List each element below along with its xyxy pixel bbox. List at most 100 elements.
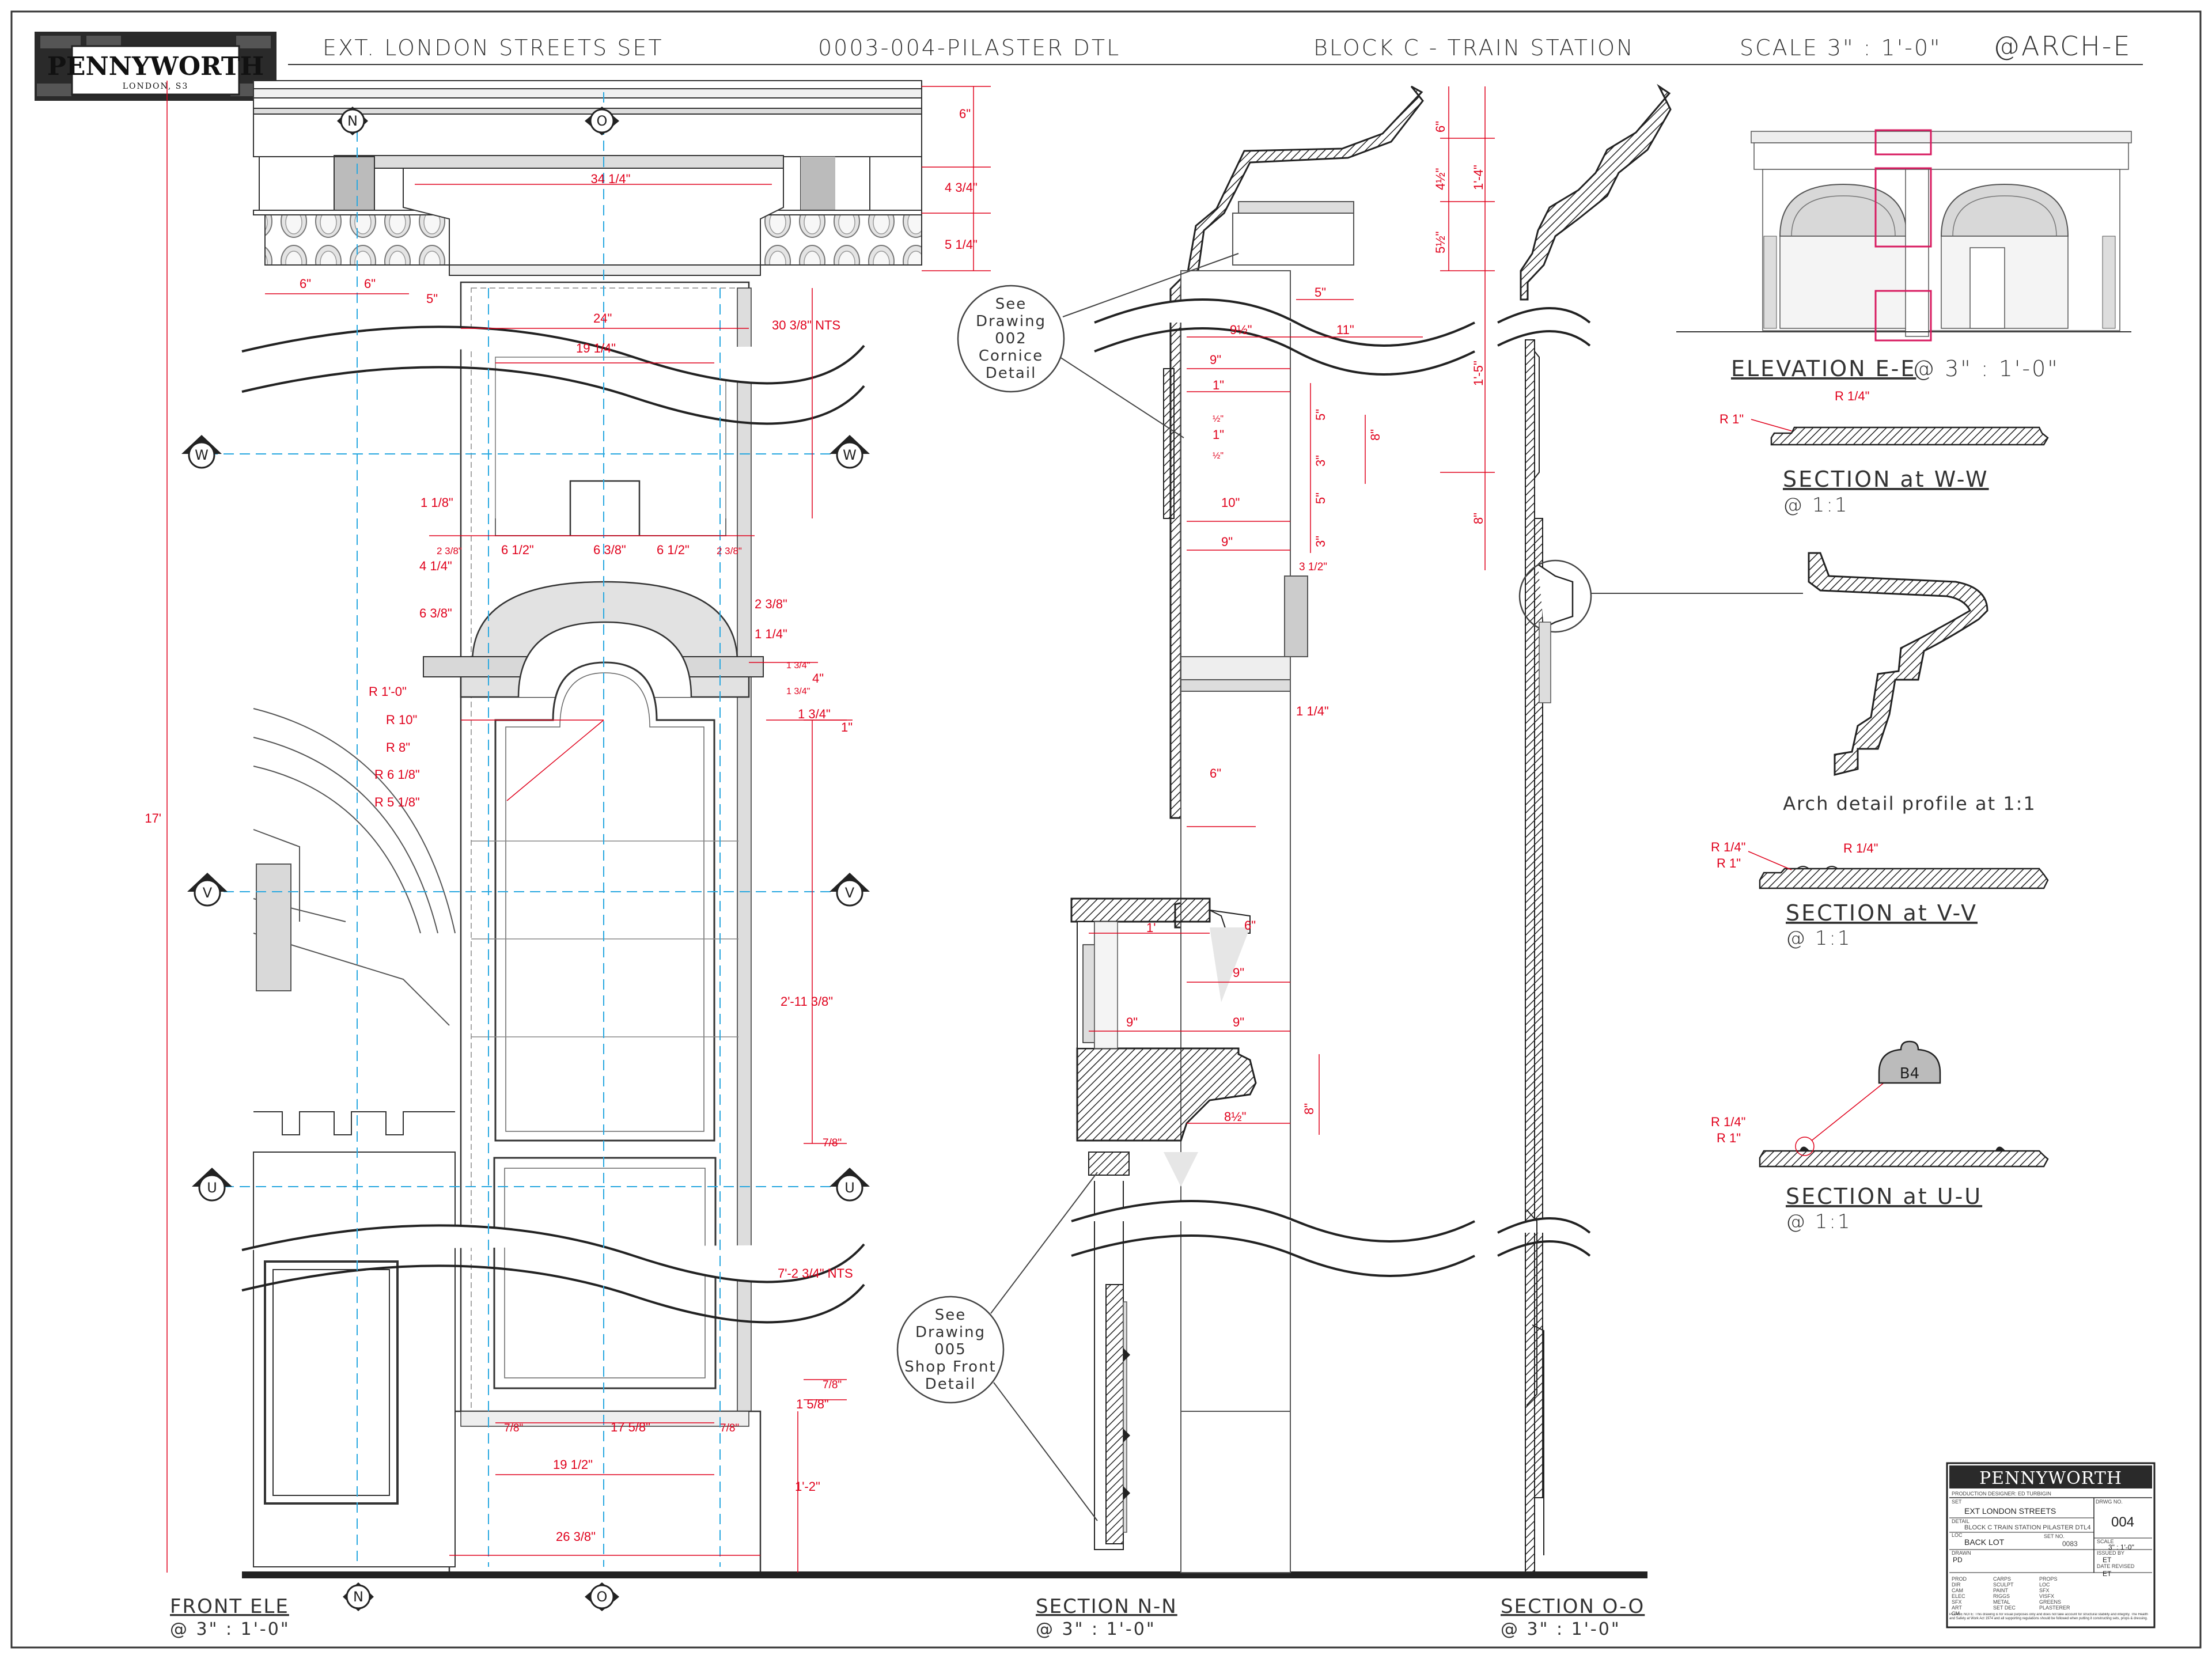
svg-text:1'-2": 1'-2"	[795, 1479, 820, 1494]
section-nn	[1070, 85, 1475, 1573]
svg-text:7/8": 7/8"	[823, 1379, 842, 1391]
marker-u-right: U	[830, 1168, 870, 1202]
svg-text:Arch detail profile at 1:1: Arch detail profile at 1:1	[1783, 793, 2036, 815]
svg-text:O: O	[597, 113, 608, 129]
svg-text:PRODUCTION DESIGNER: ED TURBIG: PRODUCTION DESIGNER: ED TURBIGIN	[1952, 1491, 2051, 1497]
svg-text:1 5/8": 1 5/8"	[796, 1397, 829, 1411]
svg-text:CM: CM	[1952, 1611, 1960, 1616]
svg-text:See: See	[935, 1306, 967, 1324]
svg-text:ELEC: ELEC	[1952, 1593, 1965, 1599]
svg-text:9½": 9½"	[1230, 323, 1252, 337]
svg-text:½": ½"	[1213, 451, 1224, 461]
svg-text:N: N	[347, 113, 358, 129]
pennyworth-logo: PENNYWORTH LONDON, S3	[35, 32, 276, 101]
oo-dimensions: 6" 4½" 5½" 1'-4" 1'-5" 8"	[1433, 86, 1495, 570]
svg-text:17 5/8": 17 5/8"	[611, 1420, 650, 1434]
svg-text:5": 5"	[1313, 409, 1328, 421]
svg-text:R 1": R 1"	[1717, 1131, 1741, 1145]
svg-text:PD: PD	[1953, 1556, 1963, 1564]
svg-text:PENNYWORTH: PENNYWORTH	[47, 52, 264, 81]
svg-text:1': 1'	[1146, 921, 1156, 935]
svg-text:SET NO.: SET NO.	[2044, 1533, 2065, 1539]
sheet-border	[10, 10, 2202, 1649]
svg-text:6": 6"	[1433, 121, 1448, 132]
header-set: EXT. LONDON STREETS SET	[323, 35, 664, 60]
svg-text:9": 9"	[1233, 965, 1244, 980]
svg-text:PROPS: PROPS	[2039, 1576, 2058, 1582]
oo-title: SECTION O-O @ 3" : 1'-0"	[1501, 1595, 1645, 1639]
svg-text:5": 5"	[426, 291, 438, 306]
svg-text:W: W	[195, 447, 209, 463]
svg-text:9": 9"	[1210, 353, 1221, 367]
marker-u-left: U	[192, 1168, 232, 1202]
svg-text:Drawing: Drawing	[915, 1324, 986, 1341]
svg-text:DATE REVISED: DATE REVISED	[2097, 1563, 2135, 1569]
nn-dimensions: 5" 9½" 11" 9" 1" ½" 1" ½" 10" 9" 5" 8" 3…	[1089, 285, 1423, 1135]
svg-text:7/8": 7/8"	[720, 1422, 739, 1434]
svg-text:1 3/4": 1 3/4"	[786, 687, 810, 696]
svg-text:8": 8"	[1368, 429, 1382, 441]
svg-text:SECTION at W-W: SECTION at W-W	[1783, 467, 1989, 492]
svg-text:R 10": R 10"	[386, 713, 417, 727]
svg-text:3": 3"	[1313, 455, 1328, 467]
svg-text:Detail: Detail	[986, 365, 1037, 382]
svg-text:LONDON, S3: LONDON, S3	[123, 82, 188, 91]
svg-text:2 3/8": 2 3/8"	[717, 546, 742, 556]
svg-text:17': 17'	[145, 811, 161, 825]
title-block: PENNYWORTH PRODUCTION DESIGNER: ED TURBI…	[1946, 1462, 2156, 1628]
svg-text:R 1/4": R 1/4"	[1711, 1115, 1745, 1129]
svg-text:9": 9"	[1126, 1015, 1138, 1029]
header-drawing: 0003-004-PILASTER DTL	[818, 35, 1120, 60]
svg-text:5½": 5½"	[1433, 232, 1448, 253]
svg-text:BLOCK C TRAIN STATION PILASTER: BLOCK C TRAIN STATION PILASTER DTL4	[1964, 1524, 2090, 1531]
svg-text:6 1/2": 6 1/2"	[657, 543, 690, 557]
marker-n-top: N	[337, 107, 368, 135]
svg-text:30 3/8" NTS: 30 3/8" NTS	[772, 318, 840, 332]
svg-text:3": 3"	[1313, 536, 1328, 547]
svg-text:5": 5"	[1315, 285, 1326, 300]
svg-text:19 1/4": 19 1/4"	[576, 341, 616, 355]
svg-text:DIR: DIR	[1952, 1582, 1961, 1588]
svg-text:SECTION at V-V: SECTION at V-V	[1786, 900, 1978, 926]
svg-text:LOC: LOC	[2039, 1582, 2050, 1588]
svg-text:Shop Front: Shop Front	[904, 1358, 996, 1376]
svg-text:6": 6"	[1244, 918, 1256, 933]
svg-text:R 5 1/8": R 5 1/8"	[374, 795, 420, 809]
svg-text:SECTION N-N: SECTION N-N	[1036, 1595, 1177, 1618]
title-block-disclaimer: PLEASE NOTE: This drawing is for visual …	[1949, 1613, 2148, 1620]
b4-label: B4	[1900, 1065, 1919, 1082]
header: EXT. LONDON STREETS SET 0003-004-PILASTE…	[288, 31, 2143, 65]
svg-text:@ 1:1: @ 1:1	[1786, 1210, 1852, 1233]
svg-text:SCALE: SCALE	[2097, 1539, 2114, 1544]
svg-text:SECTION O-O: SECTION O-O	[1501, 1595, 1645, 1618]
svg-text:Detail: Detail	[925, 1376, 976, 1393]
svg-text:SECTION at U-U: SECTION at U-U	[1786, 1184, 1982, 1209]
svg-text:1 1/8": 1 1/8"	[421, 495, 453, 510]
svg-text:1'-4": 1'-4"	[1471, 165, 1486, 190]
svg-text:METAL: METAL	[1993, 1599, 2010, 1605]
svg-text:1'-5": 1'-5"	[1471, 361, 1486, 386]
svg-text:See: See	[995, 296, 1027, 313]
svg-text:R 8": R 8"	[386, 740, 410, 755]
svg-text:1": 1"	[1213, 427, 1224, 442]
svg-text:U: U	[207, 1180, 217, 1196]
marker-box-top	[1874, 129, 1932, 156]
svg-text:4 3/4": 4 3/4"	[945, 180, 978, 195]
svg-text:SCULPT: SCULPT	[1993, 1582, 2014, 1588]
marker-w-left: W	[181, 435, 222, 469]
svg-text:24": 24"	[593, 311, 612, 325]
svg-text:4": 4"	[812, 671, 824, 685]
svg-text:1 1/4": 1 1/4"	[755, 627, 787, 641]
svg-text:6 3/8": 6 3/8"	[419, 606, 452, 620]
header-scale: SCALE 3" : 1'-0"	[1740, 35, 1942, 60]
svg-text:ELEVATION E-E: ELEVATION E-E	[1731, 356, 1916, 381]
svg-text:7/8": 7/8"	[504, 1422, 523, 1434]
svg-text:1": 1"	[1213, 378, 1224, 392]
svg-text:9": 9"	[1233, 1015, 1244, 1029]
section-markers: N O N O W W V V U U	[181, 107, 870, 1611]
svg-text:R 6 1/8": R 6 1/8"	[374, 767, 420, 782]
svg-text:1 3/4": 1 3/4"	[786, 661, 810, 671]
marker-n-bottom: N	[343, 1582, 374, 1611]
svg-text:2 3/8": 2 3/8"	[755, 597, 787, 611]
svg-text:2 3/8": 2 3/8"	[437, 546, 462, 556]
